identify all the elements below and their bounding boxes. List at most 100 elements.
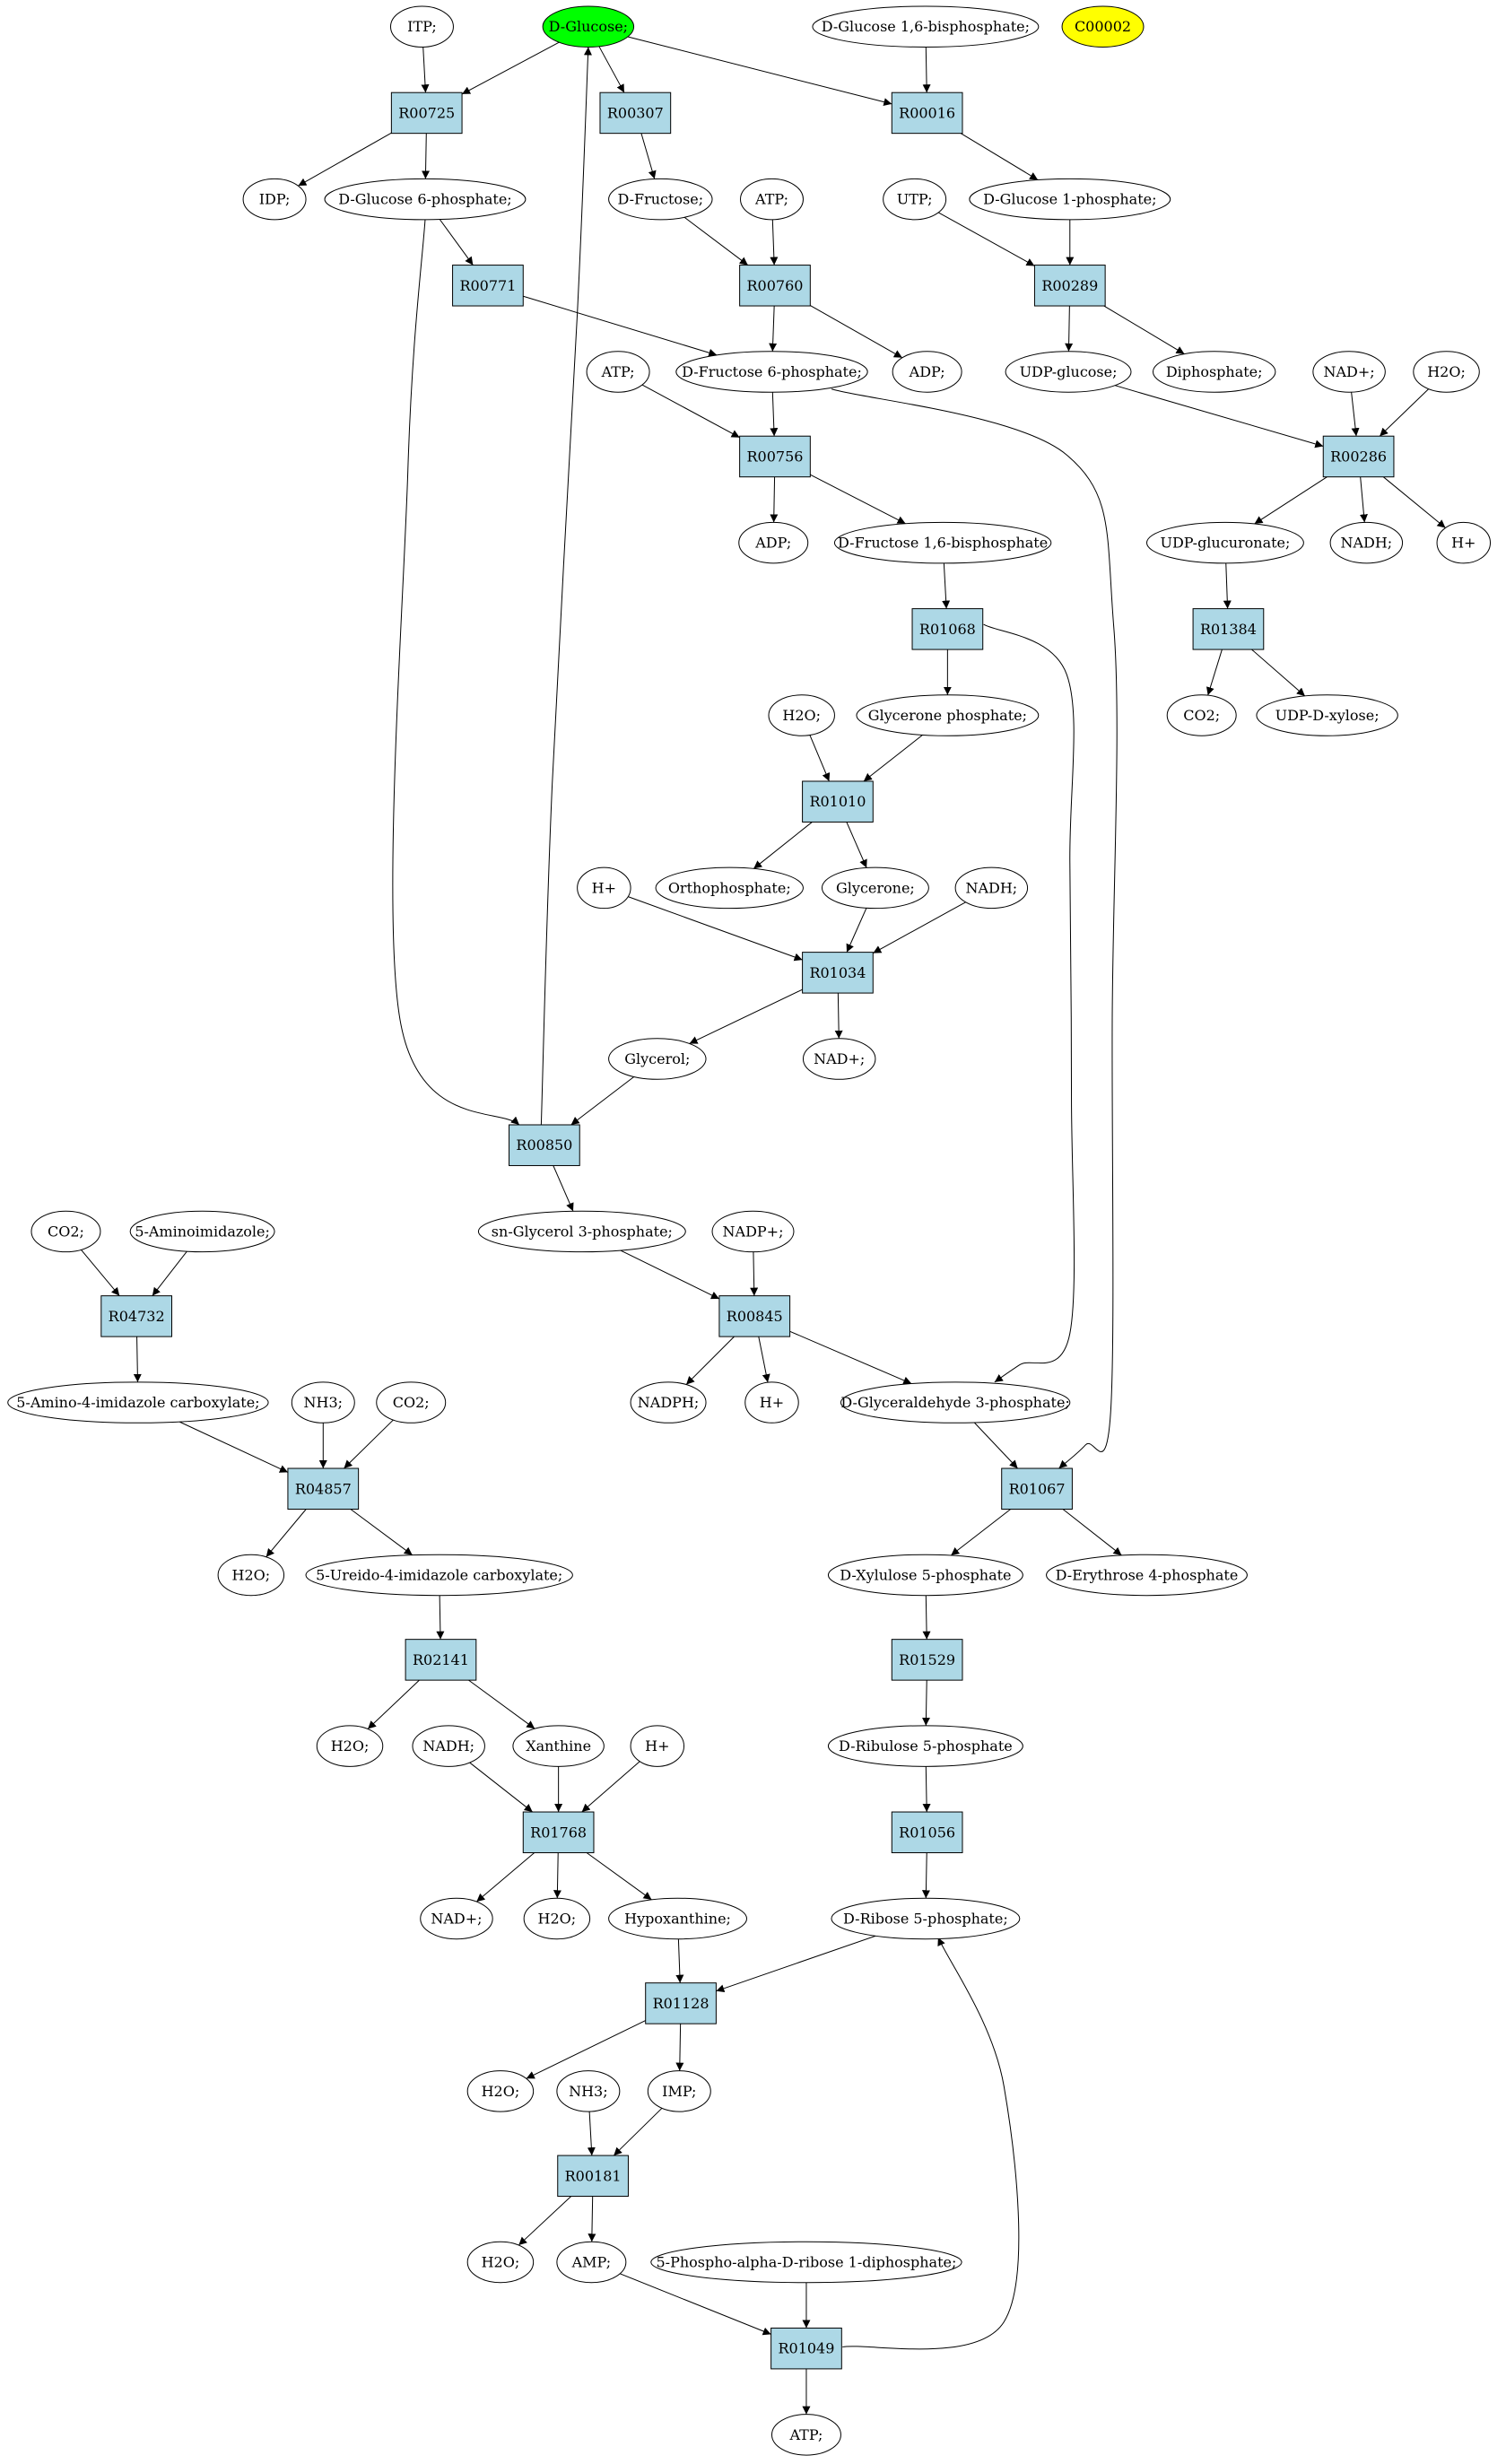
reaction-r01049[interactable]: R01049 [770, 2327, 842, 2370]
reaction-r00850[interactable]: R00850 [509, 1124, 580, 1166]
compound-shape [7, 1381, 269, 1424]
reaction-r01068[interactable]: R01068 [911, 608, 984, 650]
compound-udpxyl[interactable]: UDP-D-xylose; [1256, 694, 1398, 736]
compound-f16bp[interactable]: D-Fructose 1,6-bisphosphate [833, 521, 1052, 564]
reaction-r00756[interactable]: R00756 [739, 435, 811, 478]
reaction-r00307[interactable]: R00307 [599, 91, 672, 135]
compound-h3[interactable]: H+ [744, 1381, 799, 1424]
compound-orthop[interactable]: Orthophosphate; [655, 866, 804, 910]
compound-atp3[interactable]: ATP; [770, 2414, 841, 2456]
compound-co23[interactable]: CO2; [376, 1381, 447, 1424]
compound-c00002[interactable]: C00002 [1061, 5, 1145, 48]
compound-nadh1[interactable]: NADH; [1329, 521, 1404, 564]
compound-h2[interactable]: H+ [577, 866, 631, 910]
reaction-r02141[interactable]: R02141 [405, 1639, 477, 1681]
compound-shape [556, 2070, 621, 2112]
compound-label: C00002 [1075, 18, 1131, 35]
reaction-r04732[interactable]: R04732 [100, 1295, 173, 1337]
compound-adp1[interactable]: ADP; [892, 351, 962, 393]
compound-gap[interactable]: D-Glyceraldehyde 3-phosphate; [840, 1381, 1071, 1424]
compound-nadp3[interactable]: NAD+; [420, 1897, 493, 1940]
edge-R00845-to-gap [789, 1330, 912, 1385]
compound-shape [477, 1210, 686, 1253]
compound-nh31[interactable]: NH3; [291, 1381, 355, 1424]
compound-h1[interactable]: H+ [1436, 521, 1492, 564]
compound-nadpplus[interactable]: NADP+; [711, 1210, 795, 1253]
reaction-r01128[interactable]: R01128 [645, 1982, 717, 2024]
reaction-box [522, 1811, 595, 1854]
compound-nadh3[interactable]: NADH; [412, 1725, 485, 1767]
compound-uic[interactable]: 5-Ureido-4-imidazole carboxylate; [305, 1554, 573, 1597]
compound-imp[interactable]: IMP; [647, 2070, 711, 2112]
compound-h4[interactable]: H+ [630, 1725, 685, 1767]
compound-r5p[interactable]: D-Ribose 5-phosphate; [831, 1897, 1021, 1940]
compound-nadph[interactable]: NADPH; [630, 1381, 707, 1424]
compound-h2o7[interactable]: H2O; [466, 2241, 535, 2284]
reaction-r01056[interactable]: R01056 [891, 1811, 963, 1854]
compound-h2o1[interactable]: H2O; [1413, 351, 1480, 393]
reaction-r00845[interactable]: R00845 [718, 1295, 791, 1337]
compound-prpp[interactable]: 5-Phospho-alpha-D-ribose 1-diphosphate; [650, 2241, 962, 2284]
compound-g1p[interactable]: D-Glucose 1-phosphate; [969, 178, 1171, 221]
reaction-r00016[interactable]: R00016 [891, 91, 963, 135]
compound-atp1[interactable]: ATP; [740, 178, 804, 221]
compound-e4p[interactable]: D-Erythrose 4-phosphate [1046, 1554, 1248, 1597]
reaction-label: R01067 [1009, 1480, 1066, 1497]
compound-f6p[interactable]: D-Fructose 6-phosphate; [675, 351, 868, 393]
reaction-r01384[interactable]: R01384 [1192, 608, 1265, 650]
compound-label: 5-Phospho-alpha-D-ribose 1-diphosphate; [657, 2254, 957, 2271]
reaction-r00289[interactable]: R00289 [1033, 265, 1106, 307]
reaction-r01529[interactable]: R01529 [891, 1639, 963, 1681]
compound-hypox[interactable]: Hypoxanthine; [608, 1897, 747, 1940]
edge-h2-to-R01034 [628, 896, 803, 962]
reaction-r00771[interactable]: R00771 [452, 265, 524, 307]
compound-nh32[interactable]: NH3; [556, 2070, 621, 2112]
compound-co22[interactable]: CO2; [30, 1210, 101, 1253]
reaction-r01067[interactable]: R01067 [1001, 1467, 1073, 1511]
compound-h2o6[interactable]: H2O; [466, 2070, 535, 2112]
compound-udpglc[interactable]: UDP-glucose; [1005, 351, 1132, 393]
reaction-r00725[interactable]: R00725 [390, 91, 463, 135]
compound-nadh2[interactable]: NADH; [954, 866, 1029, 910]
compound-udpglcu[interactable]: UDP-glucuronate; [1145, 521, 1304, 564]
reaction-r04857[interactable]: R04857 [287, 1467, 360, 1511]
compound-atp2[interactable]: ATP; [586, 351, 650, 393]
compound-shape [892, 351, 962, 393]
compound-xanthine[interactable]: Xanthine [512, 1725, 605, 1767]
compound-idp[interactable]: IDP; [242, 178, 307, 221]
compound-diph[interactable]: Diphosphate; [1152, 351, 1276, 393]
compound-label: 5-Amino-4-imidazole carboxylate; [16, 1394, 259, 1411]
compound-aic[interactable]: 5-Amino-4-imidazole carboxylate; [7, 1381, 269, 1424]
compound-xu5p[interactable]: D-Xylulose 5-phosphate [827, 1554, 1023, 1597]
compound-adp2[interactable]: ADP; [738, 521, 809, 564]
reaction-r01034[interactable]: R01034 [802, 952, 874, 994]
compound-h2o2[interactable]: H2O; [768, 694, 835, 736]
compound-g16bp[interactable]: D-Glucose 1,6-bisphosphate; [812, 5, 1040, 48]
compound-glc[interactable]: D-Glucose; [542, 5, 635, 48]
compound-co21[interactable]: CO2; [1166, 694, 1237, 736]
compound-h2o3[interactable]: H2O; [217, 1554, 285, 1597]
reaction-r00286[interactable]: R00286 [1322, 435, 1395, 478]
compound-nadp2[interactable]: NAD+; [802, 1038, 876, 1080]
edge-aic-to-R04857 [178, 1421, 289, 1473]
compound-label: Diphosphate; [1166, 363, 1263, 380]
compound-nadp1[interactable]: NAD+; [1312, 351, 1386, 393]
compound-glyp[interactable]: Glycerone phosphate; [856, 694, 1040, 736]
compound-glycerol[interactable]: Glycerol; [608, 1038, 707, 1080]
edge-R00181-to-h2o7 [518, 2196, 572, 2246]
compound-aminoimid[interactable]: 5-Aminoimidazole; [129, 1210, 275, 1253]
compound-g3p[interactable]: sn-Glycerol 3-phosphate; [477, 1210, 686, 1253]
reaction-r01768[interactable]: R01768 [522, 1811, 595, 1854]
compound-h2o4[interactable]: H2O; [316, 1725, 384, 1767]
reaction-r01010[interactable]: R01010 [802, 780, 874, 823]
compound-glycerone[interactable]: Glycerone; [821, 866, 929, 910]
compound-fru[interactable]: D-Fructose; [608, 178, 713, 221]
compound-itp[interactable]: ITP; [389, 5, 454, 48]
reaction-r00760[interactable]: R00760 [739, 265, 811, 307]
compound-amp[interactable]: AMP; [556, 2241, 627, 2284]
compound-g6p[interactable]: D-Glucose 6-phosphate; [324, 178, 527, 221]
compound-h2o5[interactable]: H2O; [523, 1897, 591, 1940]
compound-utp[interactable]: UTP; [883, 178, 947, 221]
compound-ru5p[interactable]: D-Ribulose 5-phosphate [827, 1725, 1023, 1767]
reaction-r00181[interactable]: R00181 [557, 2155, 629, 2198]
